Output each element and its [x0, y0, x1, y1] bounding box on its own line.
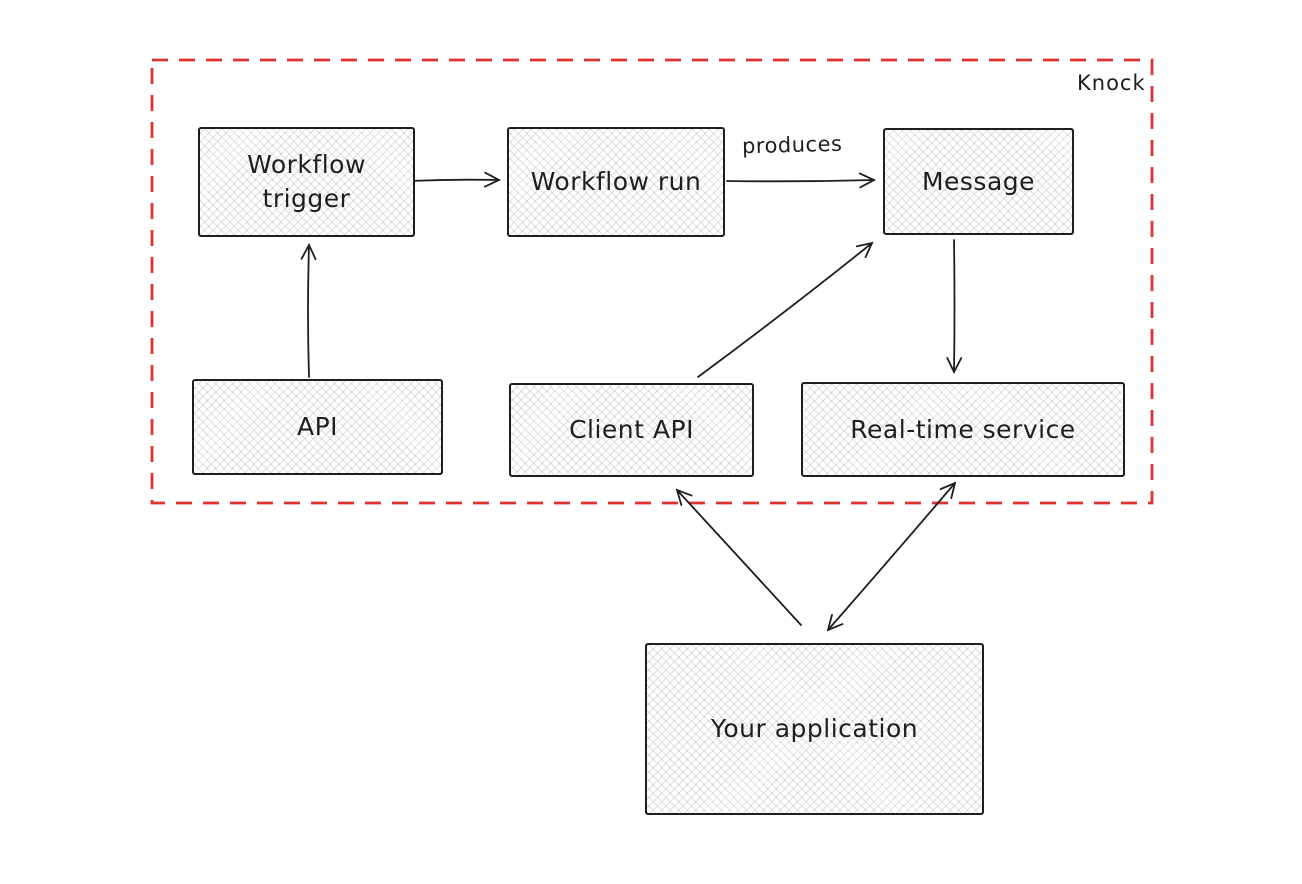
- client-api-label: Client API: [569, 415, 694, 445]
- arrow-api-to-trigger: [300, 242, 317, 378]
- knock-group-label: Knock: [1077, 71, 1146, 95]
- node-workflow-run: Workflow run: [507, 127, 725, 237]
- api-label: API: [296, 412, 339, 442]
- workflow-trigger-label: Workflow trigger: [247, 150, 366, 213]
- node-client-api: Client API: [509, 383, 754, 477]
- node-workflow-trigger: Workflow trigger: [198, 127, 415, 237]
- edge-label-produces: produces: [741, 131, 843, 159]
- message-label: Message: [921, 166, 1036, 196]
- arrow-run-to-message: [726, 172, 877, 189]
- arrow-yourapp-to-clientapi: [675, 488, 802, 626]
- arrow-message-to-realtime: [946, 239, 963, 375]
- node-api: API: [192, 379, 443, 475]
- realtime-service-label: Real-time service: [850, 414, 1076, 444]
- workflow-run-label: Workflow run: [530, 167, 702, 197]
- knock-boundary-box: [150, 58, 1154, 505]
- your-application-label: Your application: [710, 714, 919, 744]
- node-message: Message: [883, 128, 1074, 235]
- arrow-trigger-to-run: [408, 171, 502, 188]
- arrow-clientapi-to-message: [697, 241, 874, 378]
- node-your-application: Your application: [645, 643, 984, 815]
- node-realtime-service: Real-time service: [801, 382, 1125, 477]
- arrow-realtime-yourapp-bidirectional: [826, 481, 957, 632]
